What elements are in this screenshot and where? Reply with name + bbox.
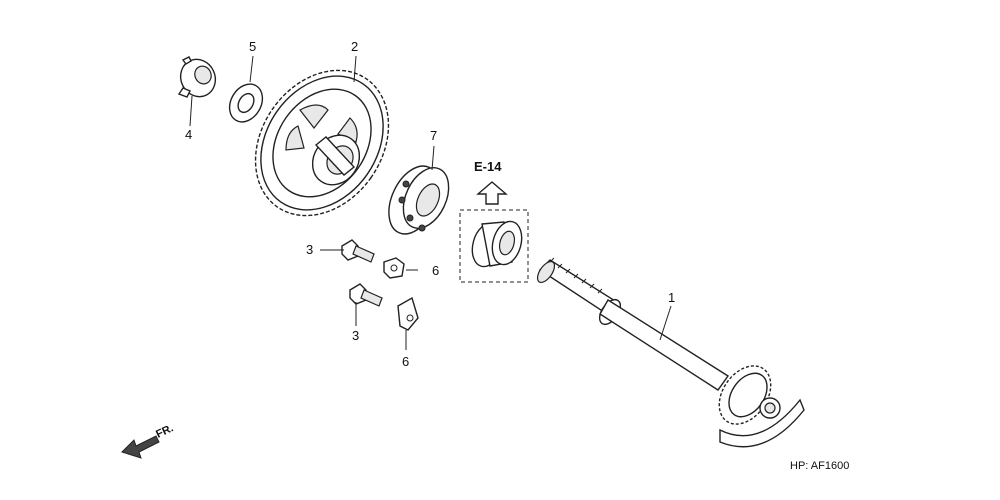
callout-6-lower[interactable]: 6: [402, 354, 409, 369]
callout-4[interactable]: 4: [185, 127, 192, 142]
flange-bolt-upper[interactable]: [341, 239, 375, 263]
callout-3-upper[interactable]: 3: [306, 242, 313, 257]
needle-bearing[interactable]: [468, 218, 526, 270]
lock-nut[interactable]: [175, 54, 222, 103]
setting-plate-lower[interactable]: [397, 296, 419, 331]
callout-1[interactable]: 1: [668, 290, 675, 305]
diagram-code: HP: AF1600: [790, 460, 849, 472]
callout-2[interactable]: 2: [351, 39, 358, 54]
callout-6-upper[interactable]: 6: [432, 263, 439, 278]
callout-3-lower[interactable]: 3: [352, 328, 359, 343]
front-direction-arrow-icon: [121, 435, 160, 459]
washer[interactable]: [223, 78, 269, 128]
ball-bearing[interactable]: [379, 158, 458, 242]
kickstarter-spindle[interactable]: [534, 257, 805, 448]
driven-gear[interactable]: [228, 45, 416, 242]
reference-label[interactable]: E-14: [474, 159, 502, 174]
setting-plate-upper[interactable]: [383, 257, 405, 279]
reference-arrow-icon: [476, 181, 508, 205]
callout-5[interactable]: 5: [249, 39, 256, 54]
flange-bolt-lower[interactable]: [349, 283, 383, 307]
callout-7[interactable]: 7: [430, 128, 437, 143]
front-direction-label: FR.: [154, 422, 175, 440]
